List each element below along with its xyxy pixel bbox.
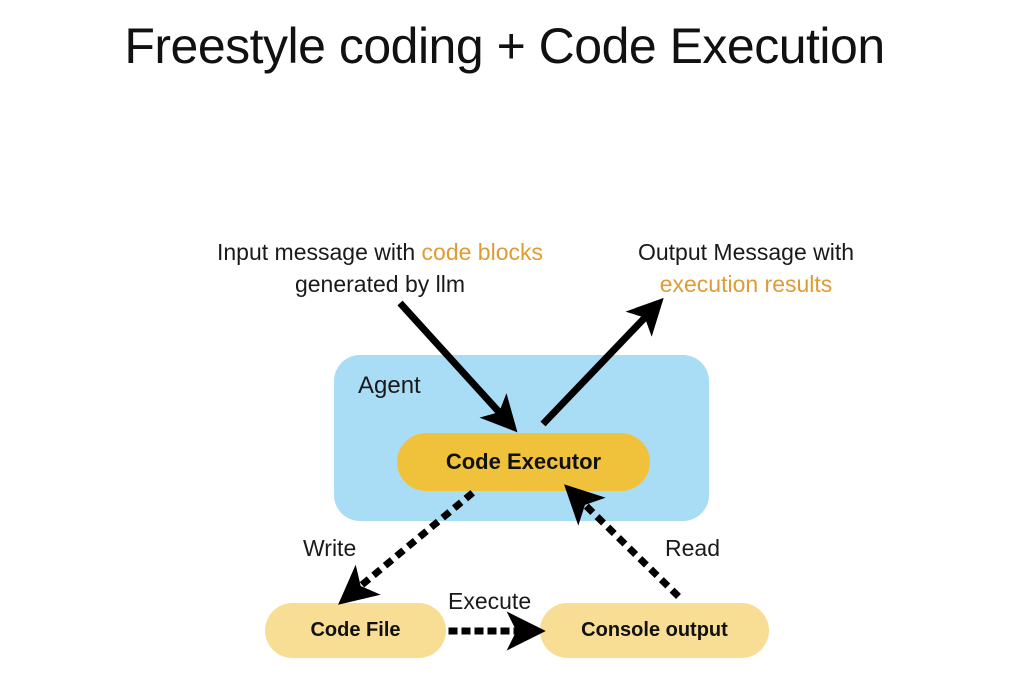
node-code-file[interactable]: Code File: [265, 603, 446, 658]
node-code-file-label: Code File: [310, 619, 401, 641]
node-console-output-label: Console output: [581, 619, 728, 641]
caption-input-line1: Input message with code blocks: [160, 236, 600, 268]
caption-input-line2: generated by llm: [294, 271, 466, 297]
caption-input-line1-plain: Input message with: [216, 239, 422, 265]
caption-output-message: Output Message with execution results: [596, 236, 896, 300]
caption-output-line1: Output Message with: [637, 239, 855, 265]
caption-output-accent: execution results: [659, 271, 833, 297]
caption-input-message: Input message with code blocks generated…: [160, 236, 600, 300]
caption-input-accent: code blocks: [421, 239, 544, 265]
edge-label-read: Read: [665, 535, 720, 561]
node-console-output[interactable]: Console output: [540, 603, 769, 658]
node-code-executor-label: Code Executor: [445, 449, 602, 474]
agent-container-label: Agent: [358, 372, 421, 399]
edge-label-write: Write: [303, 535, 357, 561]
edge-label-execute: Execute: [448, 588, 532, 614]
page-title: Freestyle coding + Code Execution: [124, 18, 885, 74]
node-code-executor[interactable]: Code Executor: [397, 433, 650, 491]
